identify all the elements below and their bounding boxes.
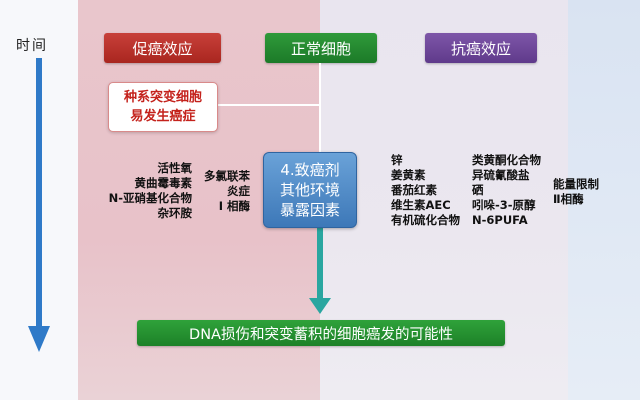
promote-factor: 黄曲霉毒素 — [134, 176, 193, 190]
anti-factor: 锌 — [391, 153, 403, 167]
header-promote-effect: 促癌效应 — [104, 33, 221, 63]
promote-factor: N-亚硝基化合物 — [108, 191, 192, 205]
anti-factor: 吲哚-3-原醇 — [472, 198, 536, 212]
anti-factor: Ⅱ相酶 — [553, 192, 584, 206]
anti-factor-list-1: 锌 姜黄素 番茄红素 维生素AEC 有机硫化合物 — [391, 153, 460, 228]
anti-factor: 类黄酮化合物 — [472, 153, 541, 167]
promote-factor: 活性氧 — [157, 161, 193, 175]
anti-factor: 番茄红素 — [391, 183, 437, 197]
result-banner: DNA损伤和突变蓄积的细胞癌发的可能性 — [137, 320, 505, 346]
promote-factor: 多氯联苯 — [204, 169, 250, 183]
anti-factor: 能量限制 — [553, 177, 599, 191]
anti-factor: 有机硫化合物 — [391, 213, 460, 227]
anti-factor: 硒 — [472, 183, 484, 197]
promote-factor: 炎症 — [227, 184, 250, 198]
anti-factor-list-2: 类黄酮化合物 异硫氰酸盐 硒 吲哚-3-原醇 N-6PUFA — [472, 153, 541, 228]
germline-line-1: 种系突变细胞 — [123, 90, 202, 105]
germline-line-2: 易发生癌症 — [130, 109, 196, 124]
connector-line-vertical — [319, 63, 321, 153]
anti-factor: 异硫氰酸盐 — [472, 168, 530, 182]
germline-mutation-box: 种系突变细胞 易发生癌症 — [108, 82, 218, 132]
header-normal-cell: 正常细胞 — [265, 33, 377, 63]
anti-factor-list-3: 能量限制 Ⅱ相酶 — [553, 177, 599, 207]
time-arrow-icon — [28, 58, 50, 352]
header-anti-effect: 抗癌效应 — [425, 33, 537, 63]
anti-factor: 维生素AEC — [391, 198, 451, 212]
anti-factor: 姜黄素 — [391, 168, 426, 182]
anti-factor: N-6PUFA — [472, 213, 528, 227]
background-right — [568, 0, 640, 400]
promote-factor: I 相酶 — [218, 199, 250, 213]
flow-arrow-head-icon — [309, 298, 331, 314]
connector-line-horizontal — [216, 104, 320, 106]
cause-line-2: 其他环境 — [279, 181, 340, 199]
carcinogen-exposure-box: 4.致癌剂 其他环境 暴露因素 — [263, 152, 357, 228]
promote-factor-list-1: 活性氧 黄曲霉毒素 N-亚硝基化合物 杂环胺 — [109, 161, 192, 221]
cause-line-1: 4.致癌剂 — [280, 161, 340, 179]
promote-factor-list-2: 多氯联苯 炎症 I 相酶 — [204, 169, 250, 214]
cause-line-3: 暴露因素 — [279, 201, 340, 219]
promote-factor: 杂环胺 — [157, 206, 193, 220]
time-label: 时间 — [16, 38, 48, 54]
flow-arrow-stem — [317, 224, 323, 302]
